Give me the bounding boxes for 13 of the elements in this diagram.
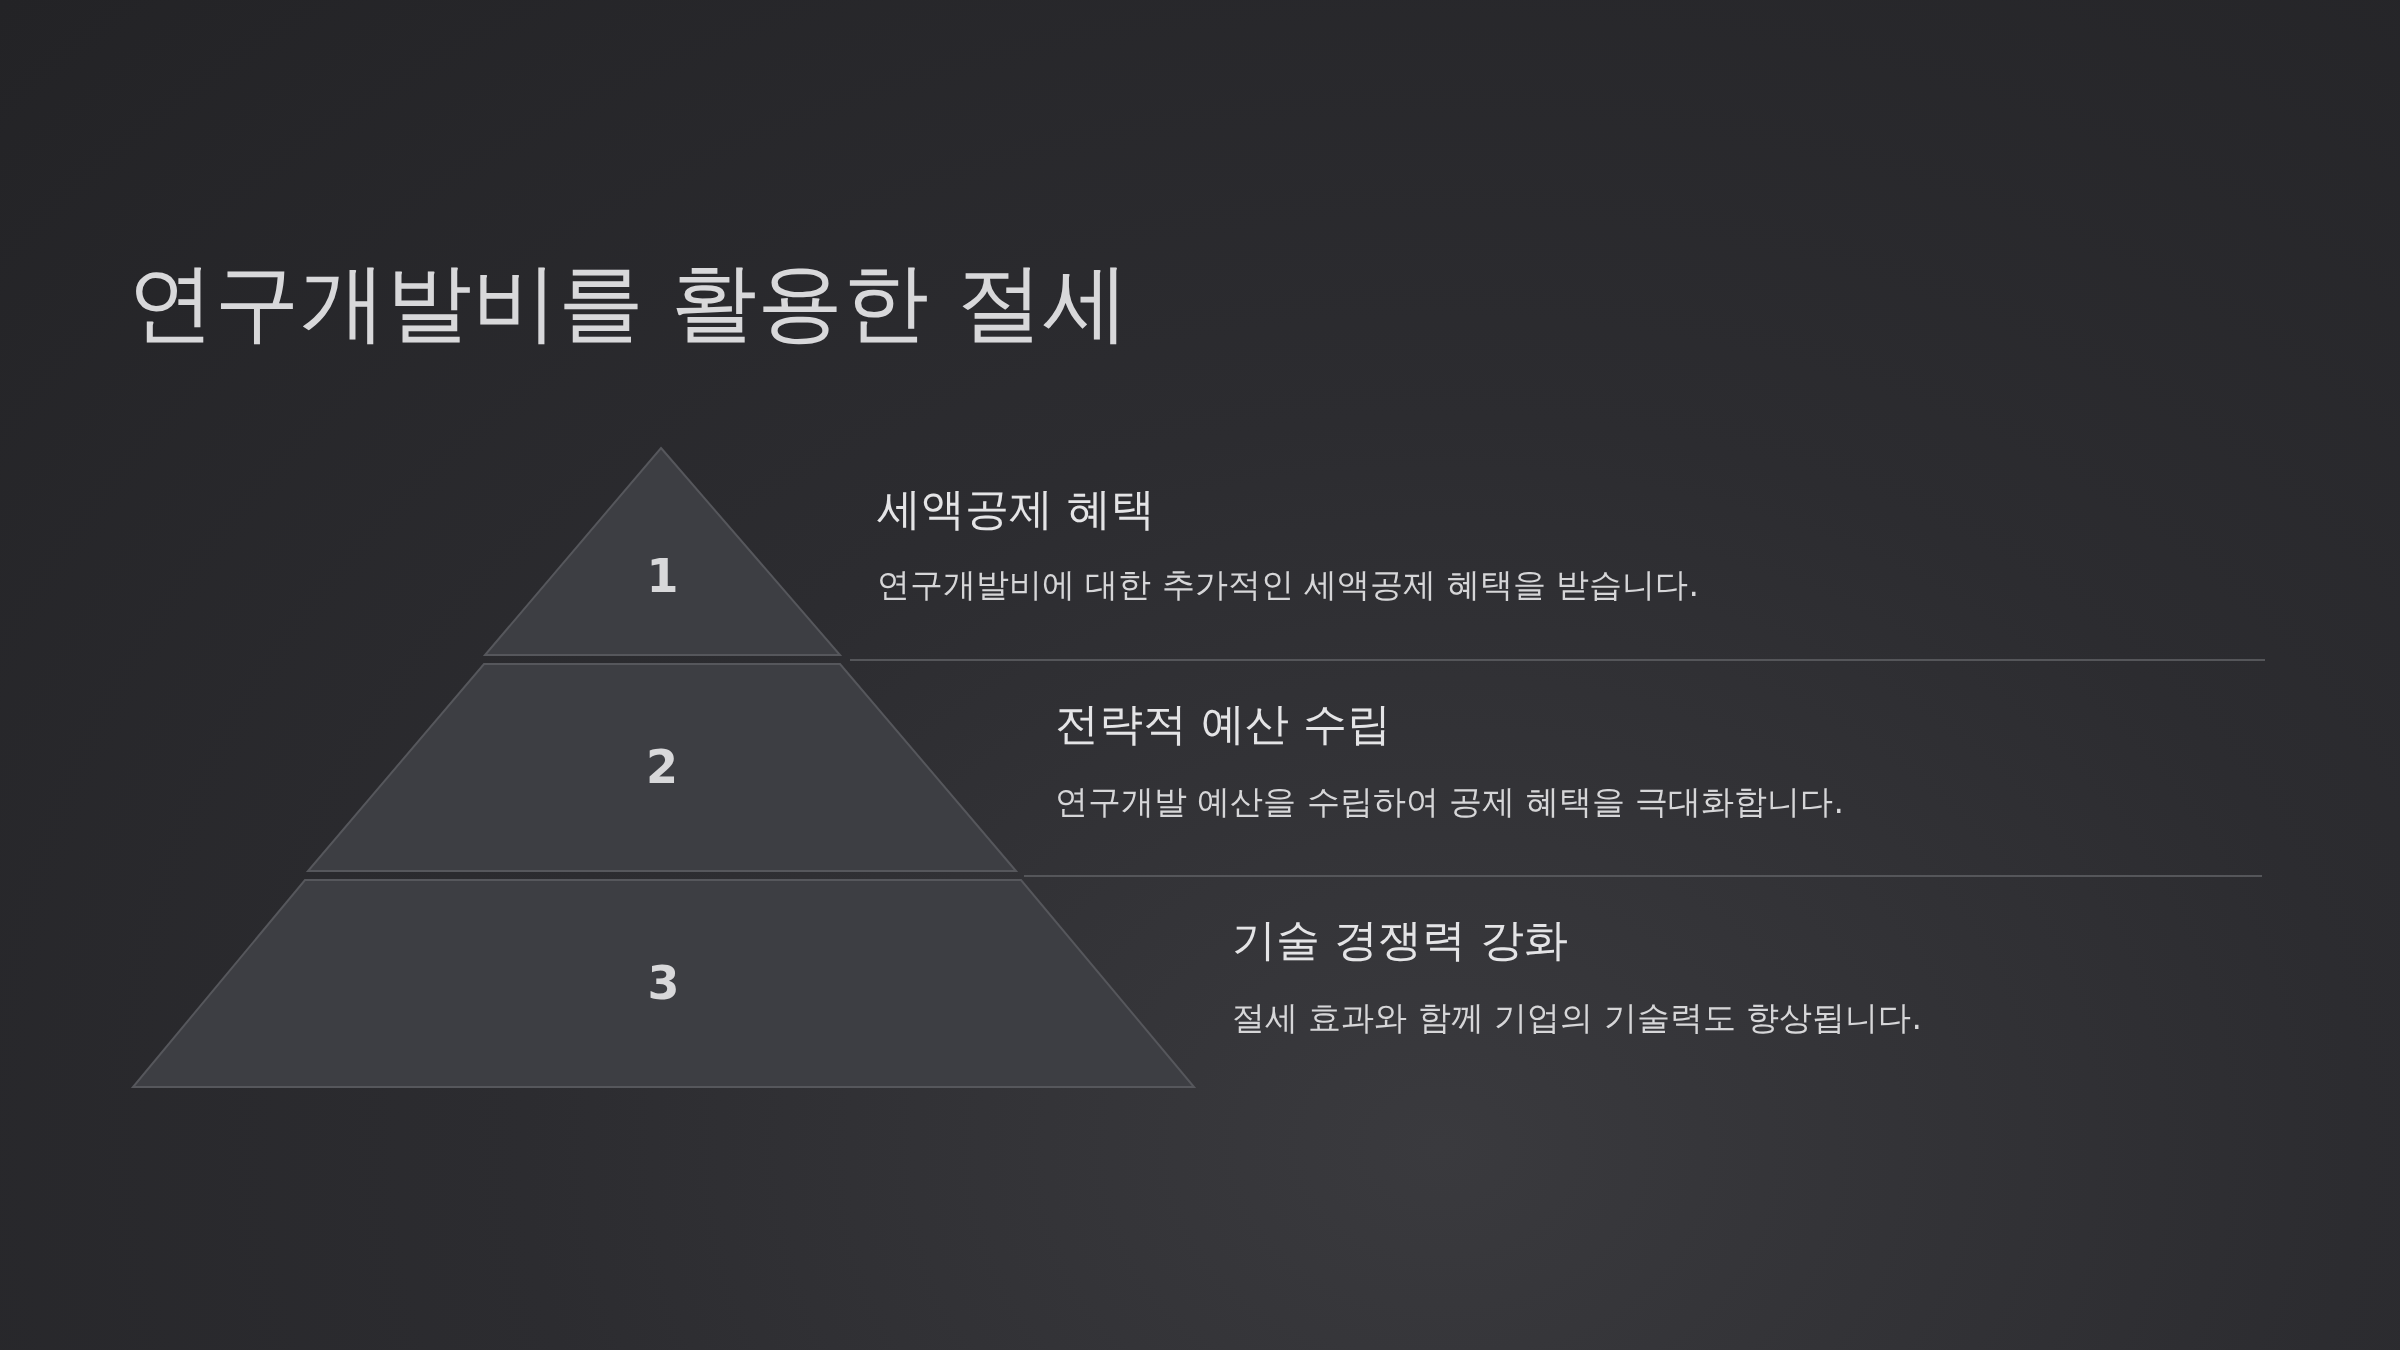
- pyramid-tier: [133, 880, 1194, 1087]
- tier-heading: 세액공제 혜택: [877, 482, 1155, 536]
- pyramid-apex: [485, 448, 840, 655]
- tier-description: 연구개발비에 대한 추가적인 세액공제 혜택을 받습니다.: [877, 564, 1699, 606]
- tier-description: 연구개발 예산을 수립하여 공제 혜택을 극대화합니다.: [1055, 781, 1844, 823]
- tier-number: 1: [646, 549, 679, 603]
- tier-heading: 기술 경쟁력 강화: [1232, 913, 1568, 967]
- tier-heading: 전략적 예산 수립: [1055, 697, 1391, 751]
- tier-description: 절세 효과와 함께 기업의 기술력도 향상됩니다.: [1232, 997, 1922, 1039]
- tier-number: 2: [646, 740, 678, 794]
- pyramid-tier: [308, 664, 1016, 871]
- slide-title: 연구개발비를 활용한 절세: [128, 255, 1129, 350]
- tier-number: 3: [647, 956, 680, 1010]
